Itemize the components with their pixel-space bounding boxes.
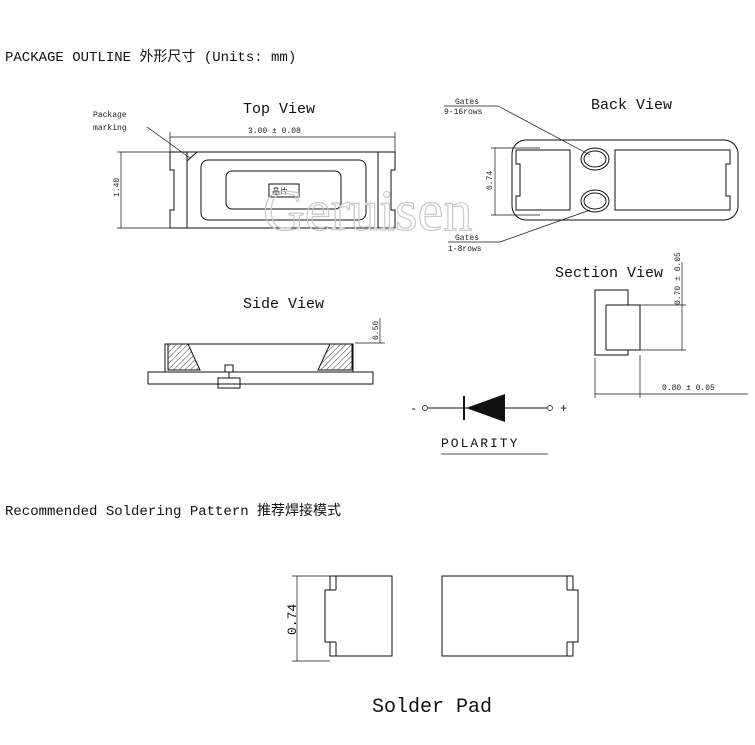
top-view-lens: [200, 159, 367, 221]
gates-top-leader: [497, 105, 591, 156]
side-hatch-right: [317, 343, 353, 371]
back-view-outline: [511, 139, 739, 221]
section-width-dim: 0.80 ± 0.05: [662, 384, 715, 393]
section-body: [594, 289, 641, 356]
gates-bottom-leader: [499, 209, 591, 243]
polarity-plus: +: [560, 402, 567, 416]
back-right-pad: [614, 149, 731, 211]
solder-pad-caption: Solder Pad: [372, 696, 492, 719]
side-view: Side View 0.50: [147, 296, 385, 389]
back-view: Back View Gates 9-16rows Gates 1-8rows 0…: [444, 97, 739, 254]
side-hatch-left: [167, 343, 201, 371]
gates-top-label-1: Gates: [455, 98, 479, 107]
top-view-body: [169, 151, 396, 229]
gates-top-label-2: 9-16rows: [444, 108, 483, 117]
top-length-dim: 3.00 ± 0.08: [248, 127, 301, 136]
chip-label: 晶片: [272, 186, 288, 197]
package-marking-label-1: Package: [93, 111, 127, 120]
soldering-title: Recommended Soldering Pattern 推荐焊接模式: [5, 502, 341, 520]
chip-box: [268, 183, 300, 198]
solder-pad-left: [324, 575, 393, 657]
polarity-minus: -: [410, 402, 417, 416]
diode-triangle: [466, 394, 505, 422]
gate-bottom: [580, 189, 610, 213]
page-title: PACKAGE OUTLINE 外形尺寸 (Units: mm): [5, 49, 296, 66]
back-view-title: Back View: [591, 97, 672, 114]
solder-height-dim: 0.74: [285, 604, 300, 635]
side-height-dim: 0.50: [372, 321, 381, 340]
watermark: Geruisen: [263, 178, 472, 243]
solder-pad-drawing: 0.74 Solder Pad: [285, 575, 579, 719]
side-chip: [224, 364, 234, 373]
solder-pad-right: [441, 575, 579, 657]
package-marking-leader: [146, 126, 191, 159]
top-view-title: Top View: [243, 101, 315, 118]
package-marking-label-2: marking: [93, 124, 127, 133]
polarity-diagram: - + POLARITY: [410, 394, 567, 455]
gates-bottom-label-1: Gates: [455, 234, 479, 243]
polarity-label: POLARITY: [441, 436, 519, 451]
top-view: Top View Package marking 3.00 ± 0.08 1.4…: [93, 101, 396, 229]
section-height-dim: 0.70 ± 0.05: [674, 252, 683, 305]
side-view-title: Side View: [243, 296, 324, 313]
section-view-title: Section View: [555, 265, 663, 282]
gate-top: [580, 147, 610, 171]
section-view: Section View 0.70 ± 0.05 0.80 ± 0.05: [555, 252, 748, 398]
back-left-pad: [515, 149, 571, 211]
top-view-cavity: [225, 170, 342, 210]
side-base: [147, 371, 374, 385]
top-height-dim: 1.40: [113, 178, 122, 197]
back-height-dim: 0.74: [486, 171, 495, 190]
gates-bottom-label-2: 1-8rows: [448, 245, 482, 254]
